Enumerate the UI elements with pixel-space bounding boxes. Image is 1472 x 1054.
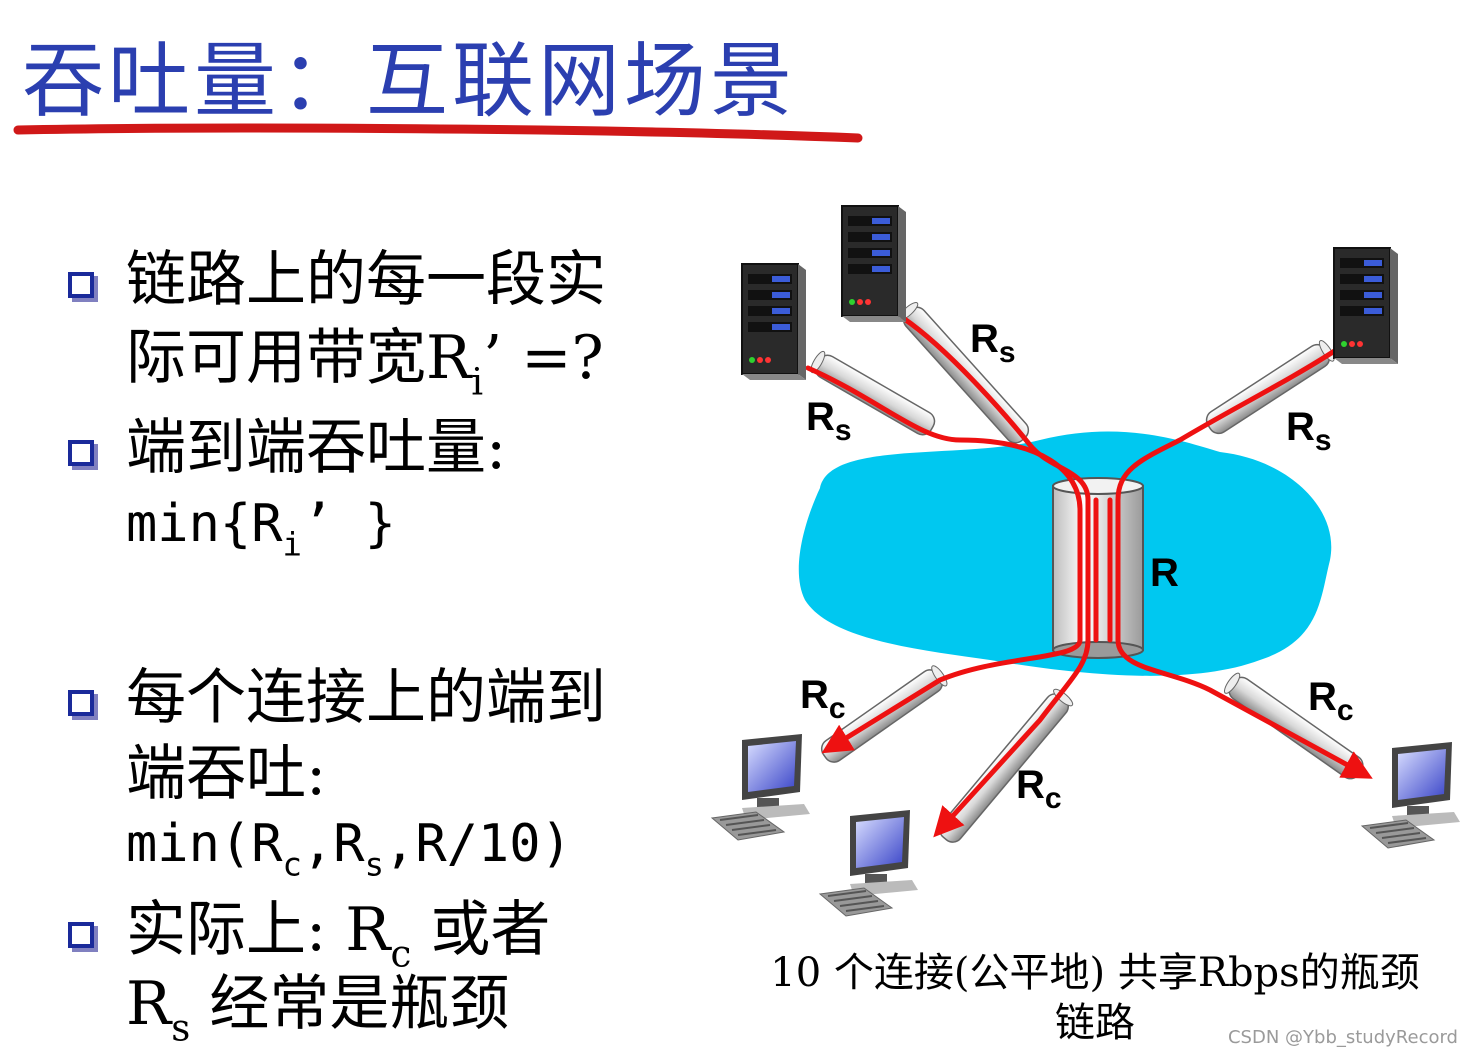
label-rs: Rs: [806, 395, 852, 447]
computer-icon: [712, 734, 810, 840]
network-diagram: Rs Rs Rs R Rc Rc Rc: [700, 190, 1472, 940]
bullet-text: 端吞吐:: [126, 744, 326, 804]
bullet-text: 链路上的每一段实: [126, 250, 606, 310]
bullet-text: 实际上: Rc 或者: [126, 900, 550, 973]
label-r: R: [1150, 551, 1179, 595]
label-rc: Rc: [800, 673, 846, 725]
bullet-marker: [68, 272, 94, 298]
bullet-formula: min{Ri’ }: [126, 498, 396, 561]
computer-icon: [1362, 742, 1460, 848]
label-rc: Rc: [1308, 675, 1354, 727]
watermark: CSDN @Ybb_studyRecord: [1228, 1027, 1458, 1048]
bullet-marker: [68, 922, 94, 948]
server-icon: [742, 264, 806, 380]
bullet-text: 际可用带宽Ri’ =?: [126, 328, 604, 401]
bullet-formula: min(Rc,Rs,R/10): [126, 818, 572, 881]
server-icon: [1334, 248, 1398, 364]
bullet-marker: [68, 440, 94, 466]
bullet-marker: [68, 690, 94, 716]
label-rs: Rs: [970, 317, 1016, 369]
label-rs: Rs: [1286, 405, 1332, 457]
label-rc: Rc: [1016, 763, 1062, 815]
bullet-text: 端到端吞吐量:: [126, 418, 506, 478]
caption-line: 10 个连接(公平地) 共享Rbps的瓶颈: [730, 948, 1460, 998]
page-title: 吞吐量：互联网场景: [22, 14, 796, 133]
server-icon: [842, 206, 906, 322]
bullet-text: 每个连接上的端到: [126, 668, 606, 728]
computer-icon: [820, 810, 918, 916]
title-underline: [10, 118, 870, 154]
bullet-text: Rs 经常是瓶颈: [126, 974, 509, 1047]
